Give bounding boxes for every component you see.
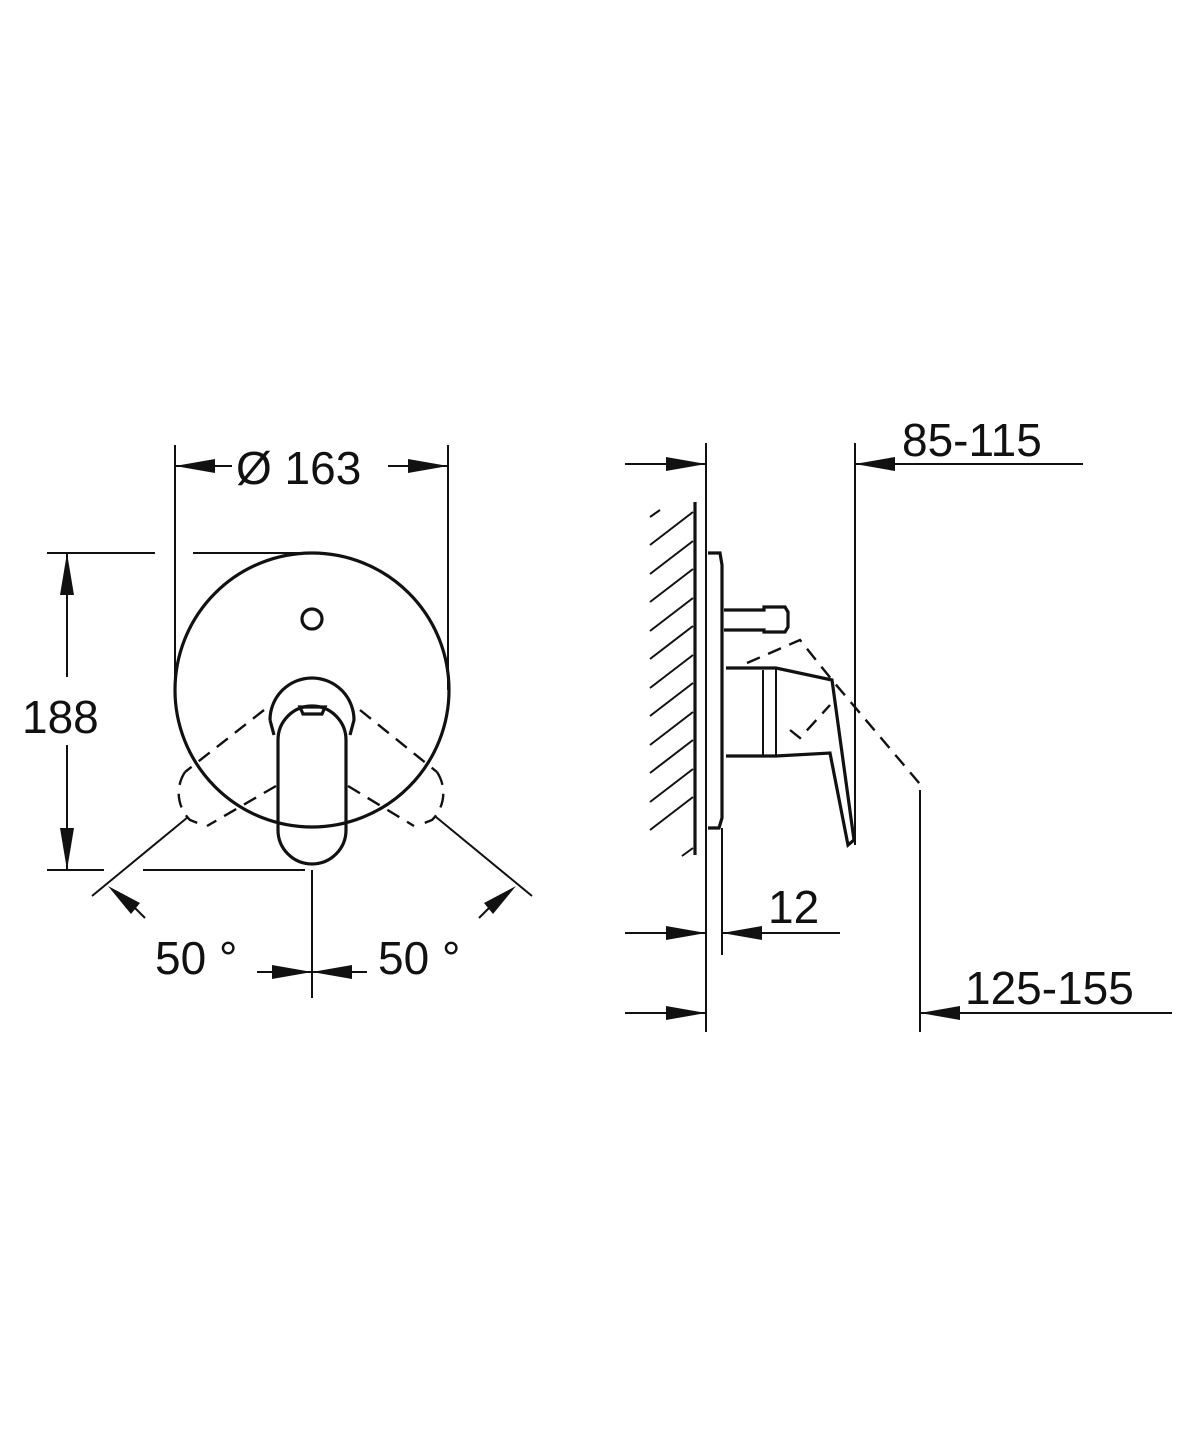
arrow-icon	[175, 459, 215, 473]
projection-label: 85-115	[902, 414, 1042, 466]
arrow-icon	[666, 926, 706, 940]
arrow-icon	[408, 459, 448, 473]
arrow-icon	[666, 1006, 706, 1020]
arrow-icon	[60, 553, 74, 595]
arrow-icon	[60, 828, 74, 870]
plate-thickness-label: 12	[768, 881, 819, 933]
angle-left-label: 50 °	[155, 932, 237, 984]
height-label: 188	[22, 691, 99, 743]
arrow-icon	[666, 457, 706, 471]
arrow-icon	[108, 886, 140, 914]
arrow-icon	[855, 457, 895, 471]
angle-right-label: 50 °	[378, 932, 460, 984]
side-view: 85-115 12 125-155	[625, 414, 1172, 1032]
arrow-icon	[722, 926, 762, 940]
diameter-label: Ø 163	[236, 442, 361, 494]
lever-projection-label: 125-155	[965, 962, 1134, 1014]
arrow-icon	[920, 1006, 960, 1020]
arrow-icon	[484, 886, 516, 914]
arrow-icon	[272, 965, 312, 979]
front-view: Ø 163 188	[22, 442, 533, 998]
arrow-icon	[312, 965, 352, 979]
